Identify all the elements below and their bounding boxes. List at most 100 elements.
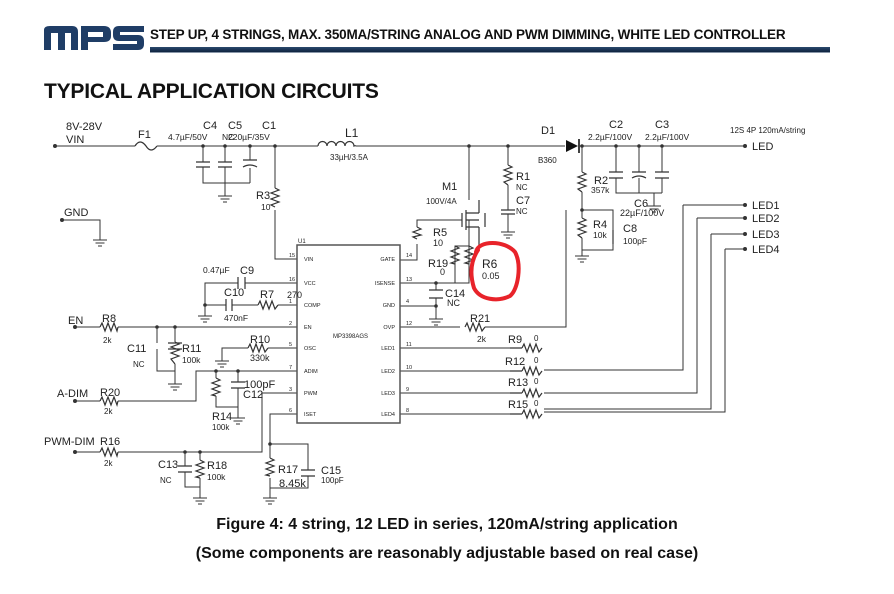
inductor-symbol [317, 140, 357, 148]
component-ref-r10: R10 [250, 334, 270, 346]
component-value-c13: NC [160, 476, 172, 485]
ic-pin-number: 3 [289, 387, 292, 393]
ic-pin-number: 2 [289, 321, 292, 327]
component-ref-c14: C14 [445, 288, 465, 300]
component-ref-r9: R9 [508, 334, 522, 346]
ic-pin-name: ISET [304, 412, 317, 418]
vin-range-label: 8V-28V [66, 121, 103, 133]
gnd-port-label: GND [64, 207, 89, 219]
ic-pin-number: 14 [406, 253, 412, 259]
ic-part-number: MP3398AGS [333, 334, 368, 340]
led2-port-label: LED2 [752, 213, 780, 225]
component-value-r1: NC [516, 183, 528, 192]
ic-pin-number: 7 [289, 365, 292, 371]
component-ref-c9: C9 [240, 265, 254, 277]
component-ref-r4: R4 [593, 219, 607, 231]
component-ref-c11: C11 [127, 343, 146, 355]
component-value-r17: 8.45k [279, 478, 306, 490]
component-value-r5: 10 [433, 238, 443, 248]
port-dots [53, 144, 747, 454]
component-value-r4: 10k [593, 230, 607, 240]
component-value-c6: 22µF/100V [620, 208, 664, 218]
component-value-c7: NC [516, 207, 528, 216]
ic-pin-name: VCC [304, 281, 316, 287]
component-value-r15: 0 [534, 399, 539, 408]
component-value-r14: 100k [212, 423, 230, 432]
component-ref-r18: R18 [207, 460, 227, 472]
component-value-r12: 0 [534, 356, 539, 365]
component-ref-r16: R16 [100, 436, 120, 448]
component-ref-r1: R1 [516, 171, 530, 183]
ic-u1 [296, 244, 401, 424]
component-value-c15: 100pF [321, 476, 344, 485]
component-value-c11: NC [133, 360, 145, 369]
component-ref-r7: R7 [260, 289, 274, 301]
component-ref-c15: C15 [321, 465, 341, 477]
component-ref-c1: C1 [262, 120, 276, 132]
ic-pin-number: 11 [406, 342, 412, 348]
ic-pin-name: EN [304, 325, 312, 331]
adim-port-label: A-DIM [57, 388, 88, 400]
component-ref-r13: R13 [508, 377, 528, 389]
ic-pin-name: LED2 [381, 369, 395, 375]
component-ref-r2: R2 [594, 175, 608, 187]
vin-port-label: VIN [66, 134, 84, 146]
component-value-l1: 33µH/3.5A [330, 153, 369, 162]
component-ref-d1: D1 [541, 125, 555, 137]
ic-pin-name: ISENSE [375, 281, 396, 287]
component-ref-m1: M1 [442, 181, 457, 193]
component-ref-l1: L1 [345, 126, 359, 140]
component-ref-c12: C12 [243, 389, 263, 401]
component-value-r13: 0 [534, 377, 539, 386]
figure-caption: Figure 4: 4 string, 12 LED in series, 12… [216, 516, 678, 533]
component-ref-c13: C13 [158, 459, 178, 471]
ic-pin-number: 16 [289, 277, 295, 283]
component-value-c5: NC [222, 132, 234, 142]
led3-port-label: LED3 [752, 229, 780, 241]
component-value-d1: B360 [538, 156, 557, 165]
component-ref-c7: C7 [516, 195, 530, 207]
component-ref-r17: R17 [278, 464, 298, 476]
highlight-circle [469, 241, 521, 302]
component-value-m1: 100V/4A [426, 197, 457, 206]
component-ref-r21: R21 [470, 313, 490, 325]
ic-pin-name: GND [383, 303, 395, 309]
component-ref-c4: C4 [203, 120, 217, 132]
component-value-c1: 220µF/35V [228, 132, 270, 142]
component-value-r7: 270 [287, 290, 302, 300]
led-port-label: LED [752, 141, 773, 153]
component-value-r20: 2k [104, 407, 113, 416]
en-port-label: EN [68, 315, 83, 327]
component-value-r9: 0 [534, 334, 539, 343]
component-ref-r8: R8 [102, 313, 116, 325]
ic-pin-number: 6 [289, 408, 292, 414]
fuse-symbol [134, 141, 158, 151]
component-ref-r14: R14 [212, 411, 232, 423]
led1-port-label: LED1 [752, 200, 780, 212]
ic-pin-number: 5 [289, 342, 292, 348]
section-title: TYPICAL APPLICATION CIRCUITS [44, 80, 379, 103]
ground-symbols [92, 189, 662, 505]
figure-note: (Some components are reasonably adjustab… [195, 545, 699, 562]
component-ref-c3: C3 [655, 119, 669, 131]
ic-pin-number: 1 [289, 299, 292, 305]
ic-pin-number: 10 [406, 365, 412, 371]
component-ref-r20: R20 [100, 387, 120, 399]
datasheet-title: STEP UP, 4 STRINGS, MAX. 350MA/STRING AN… [150, 27, 786, 42]
mps-logo [44, 26, 144, 50]
component-value-c2: 2.2µF/100V [588, 132, 632, 142]
component-value-r21: 2k [477, 334, 487, 344]
diode-d1 [566, 139, 580, 153]
ic-pin-number: 9 [406, 387, 409, 393]
component-ref-r11: R11 [182, 343, 201, 355]
ic-pin-number: 4 [406, 299, 409, 305]
ic-pin-name: LED4 [381, 412, 395, 418]
component-ref-r5: R5 [433, 227, 447, 239]
component-value-c8: 100pF [623, 236, 647, 246]
component-value-r11: 100k [182, 355, 201, 365]
component-value-r16: 2k [104, 459, 113, 468]
ic-pin-name: COMP [304, 303, 321, 309]
component-ref-r3: R3 [256, 190, 270, 202]
component-ref-r6: R6 [482, 257, 498, 271]
